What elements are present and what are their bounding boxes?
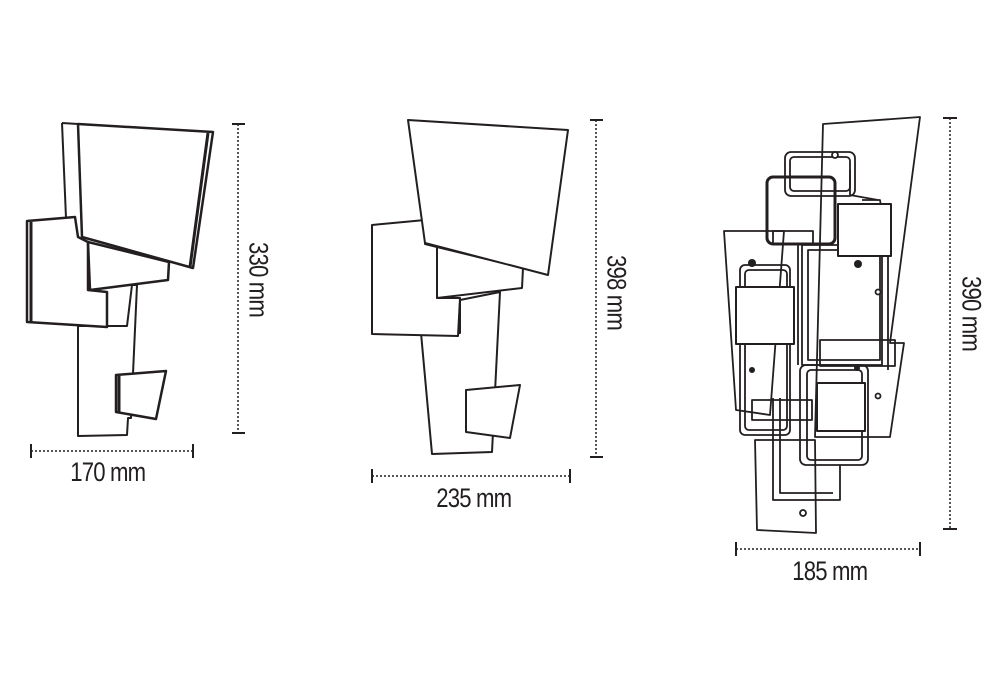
height-label-view-2: 398 mm [601, 254, 632, 331]
view-2-lamp [371, 119, 569, 455]
width-label-view-2: 235 mm [436, 483, 512, 513]
dimension-lines [30, 117, 957, 556]
height-label-view-1: 330 mm [243, 241, 274, 318]
view-1-lamp [25, 122, 215, 437]
height-label-view-3: 390 mm [956, 275, 987, 352]
width-label-view-1: 170 mm [70, 457, 146, 487]
width-label-view-3: 185 mm [792, 556, 868, 586]
view-3-lamp [723, 116, 921, 534]
